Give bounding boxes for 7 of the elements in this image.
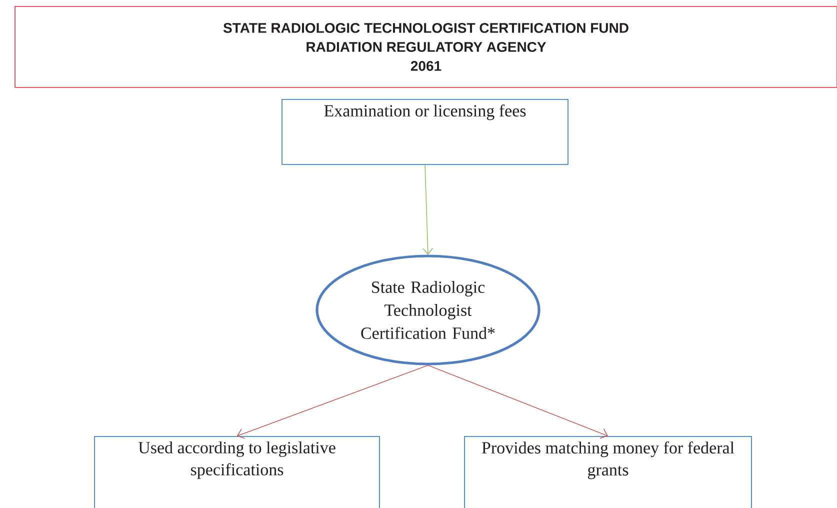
process-box: Used according to legislative specifications bbox=[94, 436, 380, 508]
process-box: Examination or licensing fees bbox=[282, 99, 568, 165]
arrow bbox=[237, 364, 428, 439]
header-box: STATE RADIOLOGIC TECHNOLOGIST CERTIFICATION FUND RADIATION REGULATORY AGENCY 2061 bbox=[14, 6, 837, 88]
arrow bbox=[428, 364, 608, 439]
process-box: Provides matching money for federal grants bbox=[464, 436, 752, 508]
arrow bbox=[422, 164, 434, 255]
